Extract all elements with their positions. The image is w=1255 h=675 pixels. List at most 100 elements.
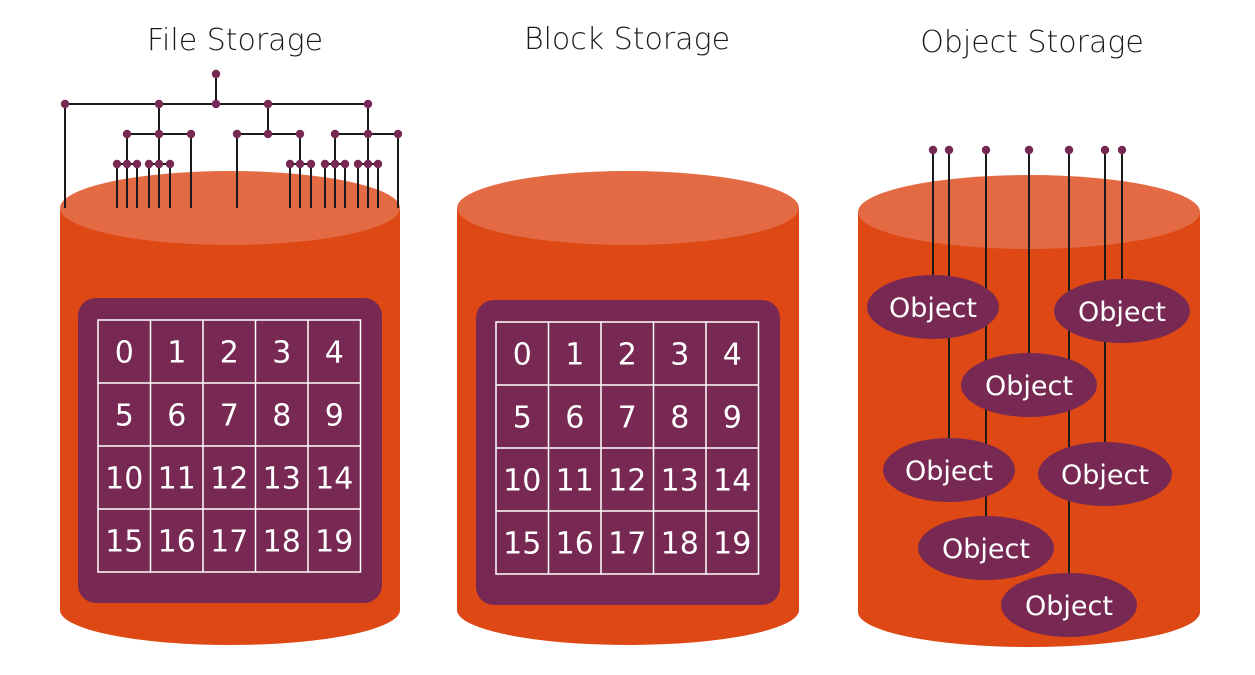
object-ellipse: [883, 438, 1015, 502]
grid-cell-label: 3: [272, 336, 291, 371]
grid-panel: [476, 300, 780, 605]
grid-cell-label: 12: [210, 462, 248, 497]
tree-node: [112, 159, 122, 169]
tree-node: [232, 129, 242, 139]
grid-cell-label: 0: [513, 338, 532, 373]
grid-cell-label: 18: [263, 525, 301, 560]
object-ellipse: [867, 275, 999, 339]
grid-cell-label: 3: [670, 338, 689, 373]
tree-node: [60, 99, 70, 109]
object-wire-node: [1117, 145, 1127, 155]
tree-node: [363, 159, 373, 169]
object-wire-node: [1024, 145, 1034, 155]
tree-node: [132, 159, 142, 169]
grid-cell-label: 16: [158, 525, 196, 560]
grid-cell-label: 5: [115, 399, 134, 434]
tree-node: [122, 159, 132, 169]
object-ellipse: [1001, 573, 1137, 637]
tree-node: [330, 159, 340, 169]
tree-node: [320, 159, 330, 169]
object-ellipse: [918, 516, 1054, 580]
tree-node: [295, 129, 305, 139]
file-hierarchy-tree: [60, 69, 403, 208]
object-wire-node: [981, 145, 991, 155]
tree-node: [144, 159, 154, 169]
file-cylinder-top: [60, 171, 400, 245]
grid-cell-label: 9: [723, 401, 742, 436]
tree-node: [340, 159, 350, 169]
tree-node: [263, 99, 273, 109]
tree-node: [306, 159, 316, 169]
grid-cell-label: 4: [325, 336, 344, 371]
grid-cell-label: 0: [115, 336, 134, 371]
tree-node: [363, 129, 373, 139]
tree-node: [393, 129, 403, 139]
tree-node: [211, 99, 221, 109]
tree-node: [263, 129, 273, 139]
grid-cell-label: 13: [263, 462, 301, 497]
grid-cell-label: 11: [556, 464, 594, 499]
grid-cell-label: 4: [723, 338, 742, 373]
grid-cell-label: 10: [503, 464, 541, 499]
grid-cell-label: 10: [105, 462, 143, 497]
object-ellipse: [1054, 279, 1190, 343]
grid-cell-label: 18: [661, 527, 699, 562]
grid-cell-label: 16: [556, 527, 594, 562]
object-node: Object: [1038, 442, 1172, 506]
block-cylinder-top: [457, 171, 799, 245]
object-wire-node: [928, 145, 938, 155]
object-label: Object: [1025, 591, 1113, 622]
grid-cell-label: 14: [315, 462, 353, 497]
grid-cell-label: 8: [670, 401, 689, 436]
grid-cell-label: 6: [167, 399, 186, 434]
object-label: Object: [985, 371, 1073, 402]
tree-node: [373, 159, 383, 169]
object-label: Object: [905, 456, 993, 487]
tree-node: [154, 99, 164, 109]
object-wire-node: [1064, 145, 1074, 155]
grid-cell-label: 8: [272, 399, 291, 434]
object-ellipse: [961, 353, 1097, 417]
object-node: Object: [883, 438, 1015, 502]
tree-node: [330, 129, 340, 139]
grid-cell-label: 11: [158, 462, 196, 497]
tree-node: [363, 99, 373, 109]
tree-node: [165, 159, 175, 169]
grid-cell-label: 14: [713, 464, 751, 499]
object-node: Object: [1001, 573, 1137, 637]
tree-node: [353, 159, 363, 169]
object-label: Object: [889, 293, 977, 324]
grid-cell-label: 6: [565, 401, 584, 436]
tree-node: [211, 69, 221, 79]
tree-node: [295, 159, 305, 169]
object-label: Object: [1061, 460, 1149, 491]
grid-cell-label: 15: [105, 525, 143, 560]
grid-cell-label: 13: [661, 464, 699, 499]
grid-cell-label: 9: [325, 399, 344, 434]
object-label: Object: [942, 534, 1030, 565]
grid-cell-label: 1: [565, 338, 584, 373]
object-node: Object: [1054, 279, 1190, 343]
tree-node: [154, 129, 164, 139]
tree-node: [154, 159, 164, 169]
block-storage-title: Block Storage: [524, 22, 730, 57]
object-node: Object: [918, 516, 1054, 580]
grid-cell-label: 19: [315, 525, 353, 560]
file-storage-title: File Storage: [147, 23, 323, 58]
grid-cell-label: 17: [608, 527, 646, 562]
grid-cell-label: 5: [513, 401, 532, 436]
grid-cell-label: 2: [618, 338, 637, 373]
tree-node: [122, 129, 132, 139]
grid-panel: [78, 298, 382, 603]
object-node: Object: [961, 353, 1097, 417]
grid-cell-label: 17: [210, 525, 248, 560]
object-storage-title: Object Storage: [920, 25, 1144, 60]
grid-cell-label: 7: [618, 401, 637, 436]
grid-cell-label: 1: [167, 336, 186, 371]
